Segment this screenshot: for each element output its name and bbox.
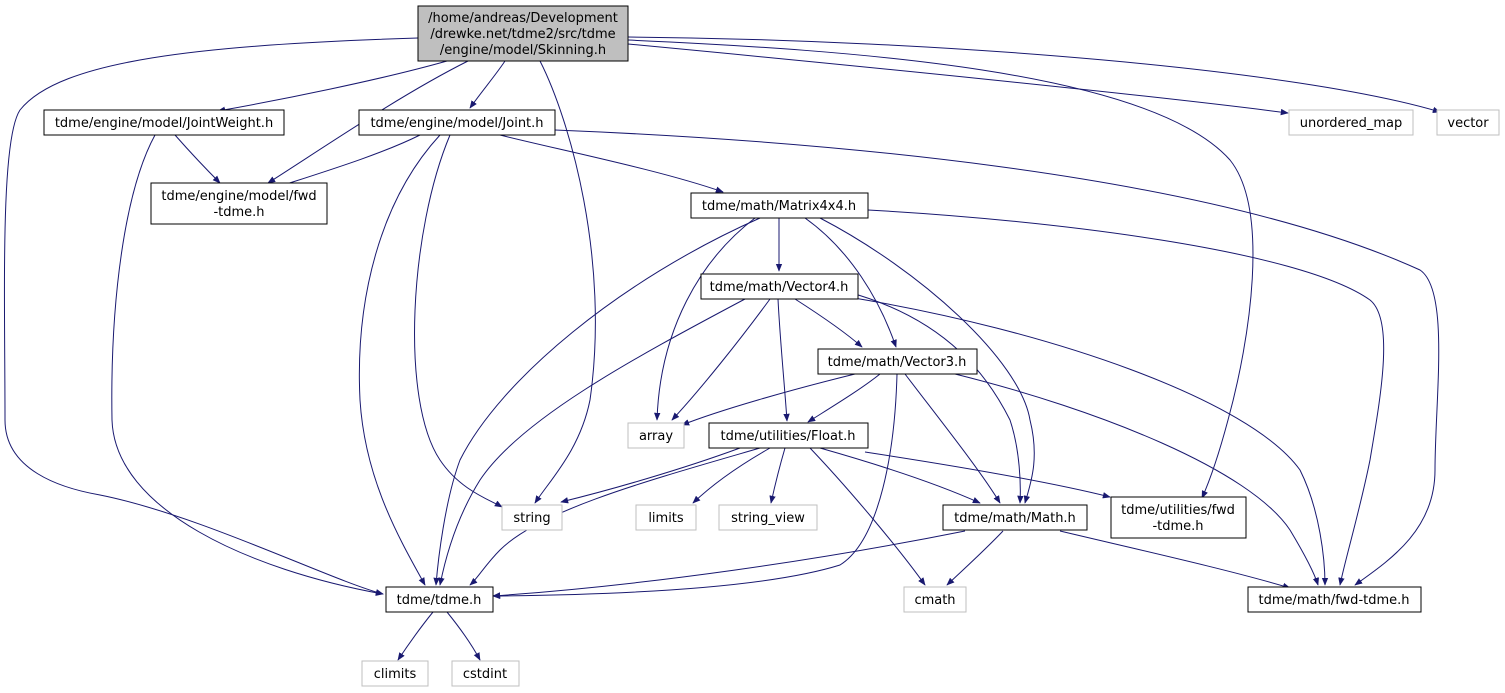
- edge-vector4-vector3: [794, 298, 863, 348]
- edge-vector4-float: [777, 298, 790, 422]
- edge-float-stringview: [769, 447, 786, 504]
- edge-vector3-math: [904, 373, 1001, 504]
- node-vector[interactable]: vector: [1436, 109, 1500, 136]
- node-cstdint[interactable]: cstdint: [451, 660, 520, 687]
- node-unordered-map[interactable]: unordered_map: [1288, 109, 1414, 136]
- node-vector3-h[interactable]: tdme/math/Vector3.h: [817, 348, 978, 375]
- edge-tdme-cstdint: [446, 611, 481, 661]
- svg-text:tdme/math/Math.h: tdme/math/Math.h: [954, 511, 1076, 526]
- svg-text:tdme/engine/model/JointWeight.: tdme/engine/model/JointWeight.h: [55, 116, 273, 131]
- edge-joint-string: [414, 134, 503, 508]
- edge-float-limits: [692, 447, 771, 504]
- svg-text:tdme/engine/model/Joint.h: tdme/engine/model/Joint.h: [370, 116, 543, 131]
- svg-text:vector: vector: [1447, 116, 1489, 131]
- edge-math-tdme: [492, 530, 966, 599]
- svg-text:limits: limits: [648, 511, 684, 526]
- node-climits[interactable]: climits: [361, 660, 429, 687]
- edge-tdme-climits: [397, 611, 434, 661]
- edge-skinning-unorderedmap: [627, 43, 1289, 116]
- svg-text:-tdme.h: -tdme.h: [1152, 519, 1203, 534]
- edge-vector4-mathfwd: [847, 296, 1329, 586]
- node-math-fwd-tdme-h[interactable]: tdme/math/fwd-tdme.h: [1247, 586, 1422, 613]
- edge-matrix-vector3: [804, 217, 897, 348]
- node-joint-h[interactable]: tdme/engine/model/Joint.h: [358, 109, 556, 136]
- edge-math-mathfwd: [1059, 530, 1291, 589]
- node-cmath[interactable]: cmath: [903, 586, 967, 613]
- node-model-fwd-tdme-h[interactable]: tdme/engine/model/fwd -tdme.h: [150, 182, 328, 225]
- svg-text:-tdme.h: -tdme.h: [213, 205, 264, 220]
- node-vector4-h[interactable]: tdme/math/Vector4.h: [700, 273, 859, 300]
- edge-matrix-math: [819, 217, 1035, 504]
- edge-skinning-joint: [469, 60, 506, 109]
- svg-text:tdme/math/Vector4.h: tdme/math/Vector4.h: [710, 280, 849, 295]
- node-jointweight-h[interactable]: tdme/engine/model/JointWeight.h: [43, 109, 285, 136]
- svg-text:/engine/model/Skinning.h: /engine/model/Skinning.h: [440, 43, 606, 58]
- svg-text:string: string: [513, 511, 550, 526]
- svg-text:tdme/utilities/Float.h: tdme/utilities/Float.h: [721, 429, 856, 444]
- node-string-view[interactable]: string_view: [718, 504, 818, 531]
- svg-text:cmath: cmath: [914, 593, 955, 608]
- svg-text:tdme/math/Vector3.h: tdme/math/Vector3.h: [828, 355, 967, 370]
- node-float-h[interactable]: tdme/utilities/Float.h: [708, 422, 869, 449]
- edge-float-utilitiesfwd: [864, 451, 1111, 499]
- edge-vector3-float: [807, 373, 881, 423]
- edge-vector3-tdme: [492, 373, 898, 600]
- svg-text:tdme/tdme.h: tdme/tdme.h: [397, 593, 482, 608]
- edge-joint-tdme: [358, 134, 441, 586]
- edge-joint-modelfwd: [267, 134, 421, 191]
- edge-skinning-jointweight: [217, 60, 448, 113]
- svg-text:tdme/math/Matrix4x4.h: tdme/math/Matrix4x4.h: [702, 199, 856, 214]
- edge-float-cmath: [809, 447, 926, 586]
- svg-text:array: array: [639, 429, 673, 444]
- edge-jointweight-tdme: [111, 134, 384, 596]
- edge-matrix-array: [654, 217, 756, 421]
- edge-vector3-array: [681, 373, 856, 426]
- svg-text:climits: climits: [374, 667, 417, 682]
- edge-vector3-mathfwd: [954, 373, 1319, 586]
- edge-skinning-tdme: [3, 37, 419, 596]
- edge-float-string: [560, 447, 741, 504]
- node-string[interactable]: string: [501, 504, 563, 531]
- edge-skinning-string: [534, 60, 596, 504]
- svg-text:tdme/engine/model/fwd: tdme/engine/model/fwd: [161, 189, 316, 204]
- node-limits[interactable]: limits: [635, 504, 697, 531]
- node-matrix4x4-h[interactable]: tdme/math/Matrix4x4.h: [690, 192, 869, 219]
- edge-joint-matrix: [499, 134, 724, 193]
- svg-text:tdme/math/fwd-tdme.h: tdme/math/fwd-tdme.h: [1258, 593, 1409, 608]
- svg-text:/drewke.net/tdme2/src/tdme: /drewke.net/tdme2/src/tdme: [430, 27, 615, 42]
- svg-text:/home/andreas/Development: /home/andreas/Development: [428, 11, 618, 26]
- svg-text:unordered_map: unordered_map: [1300, 116, 1403, 131]
- edge-matrix-tdme: [433, 217, 761, 586]
- edge-joint-mathfwd: [554, 129, 1440, 586]
- svg-text:cstdint: cstdint: [463, 667, 507, 682]
- node-skinning-h[interactable]: /home/andreas/Development /drewke.net/td…: [417, 5, 629, 62]
- edge-skinning-vector: [627, 36, 1441, 113]
- nodes: /home/andreas/Development /drewke.net/td…: [43, 5, 1500, 687]
- svg-text:string_view: string_view: [731, 511, 805, 526]
- edge-vector4-tdme: [438, 298, 746, 586]
- edge-vector4-math: [847, 291, 1024, 504]
- edge-jointweight-modelfwd: [174, 134, 221, 184]
- edge-skinning-utilitiesfwd: [627, 39, 1254, 499]
- node-tdme-h[interactable]: tdme/tdme.h: [385, 586, 494, 613]
- node-utilities-fwd-tdme-h[interactable]: tdme/utilities/fwd -tdme.h: [1110, 496, 1247, 539]
- edges: [3, 36, 1441, 661]
- node-math-h[interactable]: tdme/math/Math.h: [942, 504, 1088, 531]
- edge-matrix-mathfwd: [867, 209, 1385, 586]
- edge-vector4-array: [671, 298, 771, 421]
- node-array[interactable]: array: [627, 422, 685, 449]
- edge-math-cmath: [946, 530, 1004, 586]
- svg-text:tdme/utilities/fwd: tdme/utilities/fwd: [1121, 503, 1235, 518]
- edge-float-math: [819, 447, 981, 504]
